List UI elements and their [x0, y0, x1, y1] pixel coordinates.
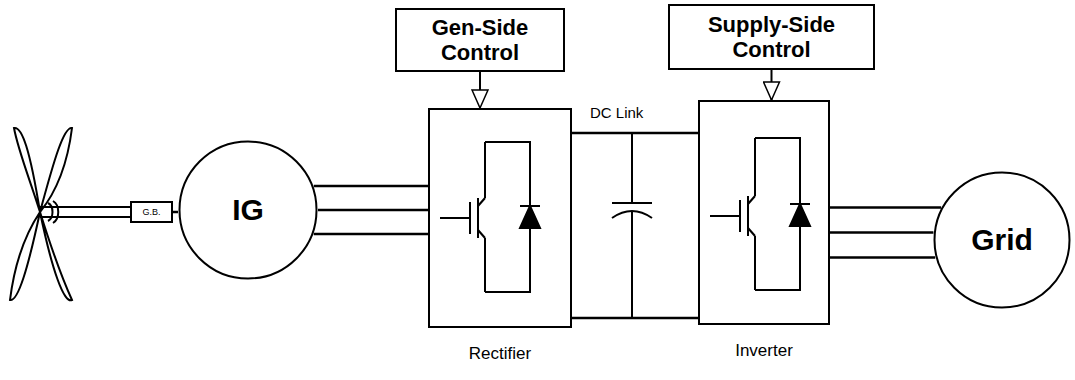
igbt-diode-symbol: [710, 138, 810, 290]
control-arrow: [480, 72, 481, 108]
control-box: Gen-Side Control: [395, 8, 565, 72]
power-wire: [173, 212, 178, 213]
connector-line: [318, 209, 428, 212]
connector-line: [479, 72, 481, 108]
connector-line: [572, 132, 698, 135]
power-wire: [572, 133, 698, 318]
wind-turbine: [10, 128, 72, 300]
connector-line: [830, 206, 941, 209]
power-wire: [314, 186, 428, 234]
block-caption: Inverter: [670, 341, 858, 361]
generator-circle: IG: [178, 140, 318, 280]
block-caption: Rectifier: [400, 344, 600, 364]
grid-circle: Grid: [933, 171, 1071, 309]
box-label: Gen-Side Control: [403, 15, 557, 66]
inverter-box: Inverter: [698, 100, 830, 325]
connector-line: [314, 233, 428, 236]
dc-link-label: DC Link: [590, 104, 643, 121]
connector-line: [830, 256, 935, 259]
machine-label: IG: [232, 193, 264, 228]
connector-line: [830, 231, 933, 234]
control-arrow: [771, 70, 772, 100]
connector-line: [771, 70, 773, 100]
connector-line: [572, 317, 698, 320]
box-label: G.B.: [142, 207, 160, 217]
gearbox-box: G.B.: [130, 201, 173, 223]
shaft: [40, 207, 130, 217]
igbt-diode-symbol: [440, 142, 540, 292]
box-label: Supply-Side Control: [676, 12, 867, 63]
connector-line: [314, 185, 428, 188]
power-wire: [830, 208, 941, 258]
machine-label: Grid: [971, 223, 1033, 258]
control-box: Supply-Side Control: [668, 4, 875, 70]
connector-line: [173, 211, 178, 214]
rectifier-box: Rectifier: [428, 108, 572, 328]
capacitor-symbol: [612, 133, 652, 318]
